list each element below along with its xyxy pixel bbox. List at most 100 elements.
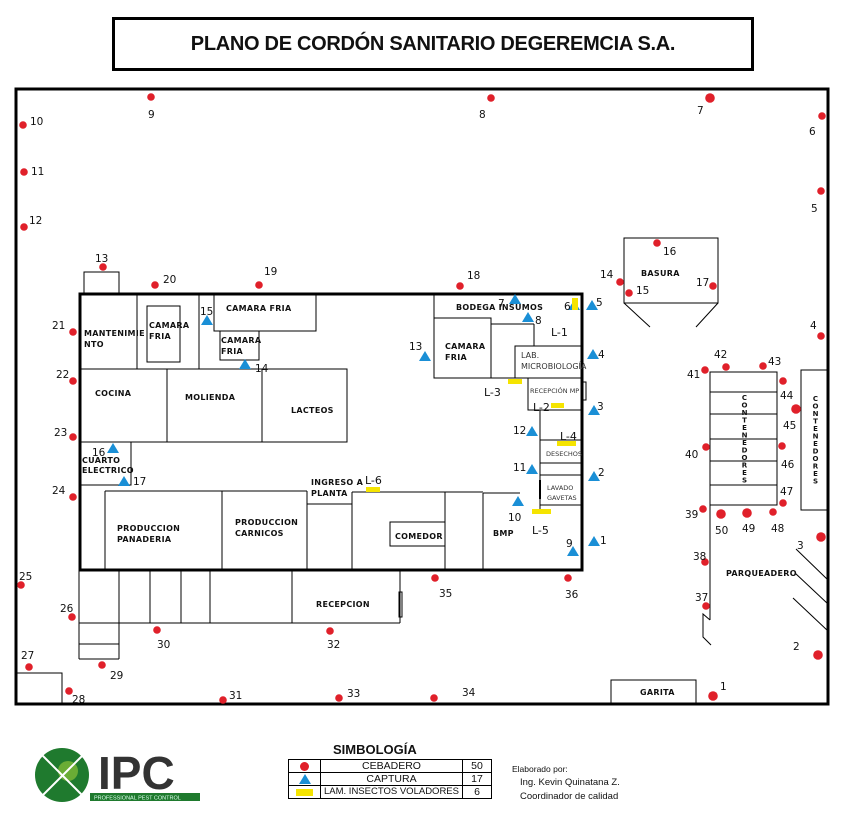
- cebadero-marker: [151, 281, 159, 289]
- captura-marker: [588, 405, 600, 415]
- room-camara-fria-a-2: FRIA: [149, 332, 172, 341]
- cebadero-marker: [816, 532, 826, 542]
- cebadero-marker: [153, 626, 161, 634]
- cebadero-number: 10: [30, 116, 43, 128]
- cebadero-marker: [255, 281, 263, 289]
- cebadero-number: 33: [347, 688, 360, 700]
- author-name: Ing. Kevin Quinatana Z.: [520, 777, 620, 788]
- legend: SIMBOLOGÍA CEBADERO 50 CAPTURA 17 LAM. I…: [288, 742, 492, 799]
- captura-number: 4: [598, 349, 605, 361]
- cebadero-marker: [147, 93, 155, 101]
- cebadero-number: 5: [811, 203, 818, 215]
- room-desechos: DESECHOS: [546, 450, 582, 458]
- captura-number: 15: [200, 306, 213, 318]
- cebadero-marker: [19, 121, 27, 129]
- cebadero-number: 39: [685, 509, 698, 521]
- author-role: Coordinador de calidad: [520, 791, 619, 802]
- cebadero-marker: [69, 377, 77, 385]
- cebadero-marker: [702, 443, 710, 451]
- cebadero-number: 23: [54, 427, 67, 439]
- cebadero-number: 20: [163, 274, 176, 286]
- cebadero-number: 18: [467, 270, 480, 282]
- captura-marker: [587, 349, 599, 359]
- cebadero-marker: [722, 363, 730, 371]
- lampara-marker: [532, 509, 551, 514]
- cebadero-marker: [487, 94, 495, 102]
- legend-row-lampara: LAM. INSECTOS VOLADORES 6: [288, 785, 492, 799]
- captura-marker: [107, 443, 119, 453]
- contenedores-box-b: CONTENEDORES: [806, 375, 824, 505]
- area-parqueadero: PARQUEADERO: [726, 569, 797, 578]
- cebadero-marker: [20, 223, 28, 231]
- cebadero-number: 27: [21, 650, 34, 662]
- room-mantenimiento-2: NTO: [84, 340, 104, 349]
- legend-label: LAM. INSECTOS VOLADORES: [320, 785, 463, 799]
- cebadero-marker: [17, 581, 25, 589]
- captura-marker: [567, 546, 579, 556]
- cebadero-number: 4: [810, 320, 817, 332]
- legend-count: 6: [462, 785, 492, 799]
- captura-marker: [522, 312, 534, 322]
- author-block: Elaborado por: Ing. Kevin Quinatana Z. C…: [512, 764, 620, 804]
- cebadero-marker: [625, 289, 633, 297]
- cebadero-number: 2: [793, 641, 800, 653]
- cebadero-number: 8: [479, 109, 486, 121]
- room-produccion-carnicos-2: CARNICOS: [235, 529, 284, 538]
- cebadero-number: 49: [742, 523, 755, 535]
- captura-number: 5: [596, 297, 603, 309]
- cebadero-marker: [456, 282, 464, 290]
- cebadero-number: 43: [768, 356, 781, 368]
- cebadero-number: 46: [781, 459, 795, 471]
- room-lab-2: MICROBIOLOGÍA: [521, 360, 587, 371]
- cebadero-marker: [430, 694, 438, 702]
- captura-number: 12: [513, 425, 526, 437]
- cebadero-marker: [219, 696, 227, 704]
- room-lab: LAB.: [521, 351, 539, 360]
- legend-row-cebadero: CEBADERO 50: [288, 759, 492, 773]
- cebadero-number: 45: [783, 420, 796, 432]
- cebadero-marker: [716, 509, 726, 519]
- room-camara-fria-d: CAMARA: [445, 342, 486, 351]
- cebadero-number: 35: [439, 588, 452, 600]
- captura-number: 7: [498, 298, 505, 310]
- captura-marker: [118, 476, 130, 486]
- legend-table: CEBADERO 50 CAPTURA 17 LAM. INSECTOS VOL…: [288, 759, 492, 799]
- cebadero-number: 37: [695, 592, 708, 604]
- room-lacteos: LACTEOS: [291, 406, 334, 415]
- cebadero-marker: [779, 499, 787, 507]
- cebadero-marker: [818, 112, 826, 120]
- room-basura: BASURA: [641, 269, 680, 278]
- cebadero-number: 15: [636, 285, 649, 297]
- lampara-label: L-5: [532, 524, 549, 537]
- room-produccion-panaderia: PRODUCCION: [117, 524, 180, 533]
- captura-marker: [588, 536, 600, 546]
- room-camara-fria-b: CAMARA FRIA: [226, 304, 292, 313]
- cebadero-number: 6: [809, 126, 816, 138]
- cebadero-marker: [759, 362, 767, 370]
- cebadero-marker: [709, 282, 717, 290]
- cebadero-marker: [817, 187, 825, 195]
- room-cuarto-electrico-2: ELECTRICO: [82, 466, 134, 475]
- captura-marker: [419, 351, 431, 361]
- cebadero-number: 11: [31, 166, 44, 178]
- captura-number: 11: [513, 462, 526, 474]
- cebadero-marker: [564, 574, 572, 582]
- room-lavado-2: GAVETAS: [547, 494, 577, 502]
- legend-title: SIMBOLOGÍA: [333, 742, 417, 757]
- room-produccion-carnicos: PRODUCCION: [235, 518, 298, 527]
- captura-marker: [239, 359, 251, 369]
- cebadero-number: 1: [720, 681, 727, 693]
- cebadero-number: 38: [693, 551, 706, 563]
- logo-brand: IPC: [98, 747, 175, 799]
- contenedores-box-a: CONTENEDORES: [735, 392, 753, 485]
- cebadero-number: 48: [771, 523, 784, 535]
- cebadero-marker: [817, 332, 825, 340]
- property-boundary: [14, 87, 830, 706]
- lampara-marker: [572, 298, 578, 310]
- cebadero-marker: [742, 508, 752, 518]
- cebadero-number: 17: [696, 277, 709, 289]
- cebadero-number: 16: [663, 246, 677, 258]
- lampara-icon: [296, 788, 313, 796]
- room-bodega-insumos: BODEGA INSUMOS: [456, 303, 543, 312]
- captura-number: 3: [597, 401, 604, 413]
